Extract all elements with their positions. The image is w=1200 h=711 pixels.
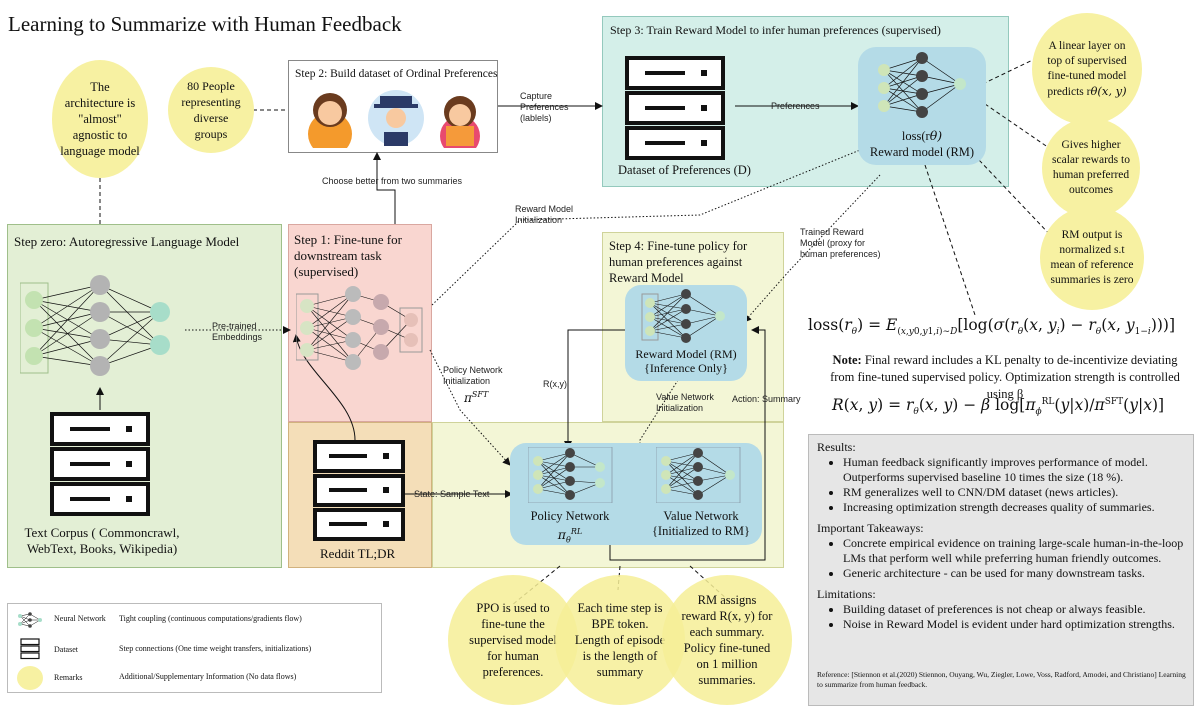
step1-label: Step 1: Fine-tune for downstream task (s…	[294, 232, 402, 279]
step3-dataset-label: Dataset of Preferences (D)	[618, 163, 751, 177]
results-title: Results:	[817, 440, 856, 454]
step0-neural-network-icon	[20, 275, 170, 376]
limitations-title: Limitations:	[817, 587, 876, 601]
remark-rm-assigns: RM assigns reward R(x, y) for each summa…	[662, 575, 792, 705]
legend-tight-label: Tight coupling (continuous computations/…	[119, 614, 302, 623]
results-panel: Results: Human feedback significantly im…	[808, 434, 1194, 706]
reference: Reference: [Stiennon et al.(2020) Stienn…	[817, 670, 1186, 689]
results-list: Human feedback significantly improves pe…	[817, 455, 1185, 515]
remark-linear-layer: A linear layer on top of supervised fine…	[1032, 13, 1142, 125]
legend-dataset-label: Dataset	[54, 645, 78, 654]
policy-math: πθRL	[557, 527, 583, 545]
step3-dataset-icon	[625, 56, 725, 160]
edge-rxy: R(x,y)	[543, 379, 567, 389]
step3-rm-label: Reward model (RM)	[869, 145, 975, 159]
loss-equation: loss(rθ) = E(x,y0,y1,i)∼D[log(σ(rθ(x, yi…	[808, 316, 1176, 338]
edge-pi-sft: πSFT	[464, 390, 489, 405]
edge-value-network-init: Value Network Initialization	[656, 392, 714, 413]
step1-dataset-label: Reddit TL;DR	[320, 546, 396, 561]
step1-dataset-icon	[313, 440, 405, 541]
legend	[7, 603, 382, 693]
legend-step-label: Step connections (One time weight transf…	[119, 644, 312, 653]
takeaways-item: Concrete empirical evidence on training …	[843, 536, 1185, 566]
limitations-item: Noise in Reward Model is evident under h…	[843, 617, 1185, 632]
linear-layer-text: A linear layer on top of supervised fine…	[1047, 39, 1127, 98]
policy-network-label: Policy Network πθRL	[520, 509, 620, 548]
remark-people: 80 People representing diverse groups	[168, 67, 254, 153]
step0-label: Step zero: Autoregressive Language Model	[14, 234, 240, 249]
step0-corpus-label: Text Corpus ( Commoncrawl, WebText, Book…	[24, 525, 180, 556]
legend-neural-network-icon	[18, 612, 42, 628]
takeaways-list: Concrete empirical evidence on training …	[817, 536, 1185, 581]
value-network-label: Value Network{Initialized to RM}	[651, 509, 751, 538]
results-item: Human feedback significantly improves pe…	[843, 455, 1185, 485]
step3-label: Step 3: Train Reward Model to infer huma…	[610, 23, 941, 37]
step3-neural-network-icon	[878, 52, 966, 118]
step1-neural-network-icon	[296, 286, 423, 370]
legend-dataset-icon	[20, 638, 40, 660]
edge-action-summary: Action: Summary	[732, 394, 801, 404]
step4-label: Step 4: Fine-tune policy for human prefe…	[609, 239, 748, 285]
step3-loss-label: loss(rθ)	[901, 128, 943, 143]
results-item: RM generalizes well to CNN/DM dataset (n…	[843, 485, 1185, 500]
people-icons	[308, 90, 480, 148]
remark-normalized: RM output is normalized s.t mean of refe…	[1040, 206, 1144, 310]
edge-state-sample-text: State: Sample Text	[414, 489, 490, 499]
takeaways-title: Important Takeaways:	[817, 521, 924, 535]
edge-policy-network-init: Policy Network Initialization	[443, 365, 503, 386]
reward-equation: R(x, y) = rθ(x, y) − β log[πϕRL(y|x)/πSF…	[832, 396, 1165, 418]
edge-capture-preferences: Capture Preferences (lablels)	[520, 91, 569, 123]
results-item: Increasing optimization strength decreas…	[843, 500, 1185, 515]
policy-value-container	[510, 443, 762, 545]
edge-trained-reward-model: Trained Reward Model (proxy for human pr…	[800, 227, 881, 259]
step2-label: Step 2: Build dataset of Ordinal Prefere…	[295, 68, 498, 80]
edge-choose-better: Choose better from two summaries	[322, 176, 463, 186]
takeaways-item: Generic architecture - can be used for m…	[843, 566, 1185, 581]
step0-dataset-icon	[50, 412, 150, 516]
page-title: Learning to Summarize with Human Feedbac…	[8, 12, 402, 36]
step4-neural-network-icon	[641, 289, 725, 343]
remark-higher-rewards: Gives higher scalar rewards to human pre…	[1042, 118, 1140, 218]
remark-architecture: The architecture is "almost" agnostic to…	[52, 60, 148, 178]
legend-additional-label: Additional/Supplementary Information (No…	[119, 672, 297, 681]
girl-icon	[440, 96, 480, 148]
step4-rm-label: Reward Model (RM){Inference Only}	[635, 347, 737, 375]
limitations-item: Building dataset of preferences is not c…	[843, 602, 1185, 617]
value-network-icon	[656, 447, 741, 503]
legend-remarks-label: Remarks	[54, 673, 83, 682]
edge-reward-model-init: Reward Model Initialization	[515, 204, 574, 225]
remark-ppo: PPO is used to fine-tune the supervised …	[448, 575, 578, 705]
kl-note: Note: Final reward includes a KL penalty…	[830, 353, 1180, 401]
legend-nn-label: Neural Network	[54, 614, 106, 623]
edge-preferences: Preferences	[771, 101, 820, 111]
edge-pretrained-embeddings: Pre-trained Embeddings	[212, 321, 263, 342]
man-hat-icon	[368, 90, 424, 146]
limitations-list: Building dataset of preferences is not c…	[817, 602, 1185, 632]
woman-icon	[308, 93, 352, 148]
policy-network-icon	[528, 447, 613, 503]
legend-remark-icon	[17, 666, 43, 690]
